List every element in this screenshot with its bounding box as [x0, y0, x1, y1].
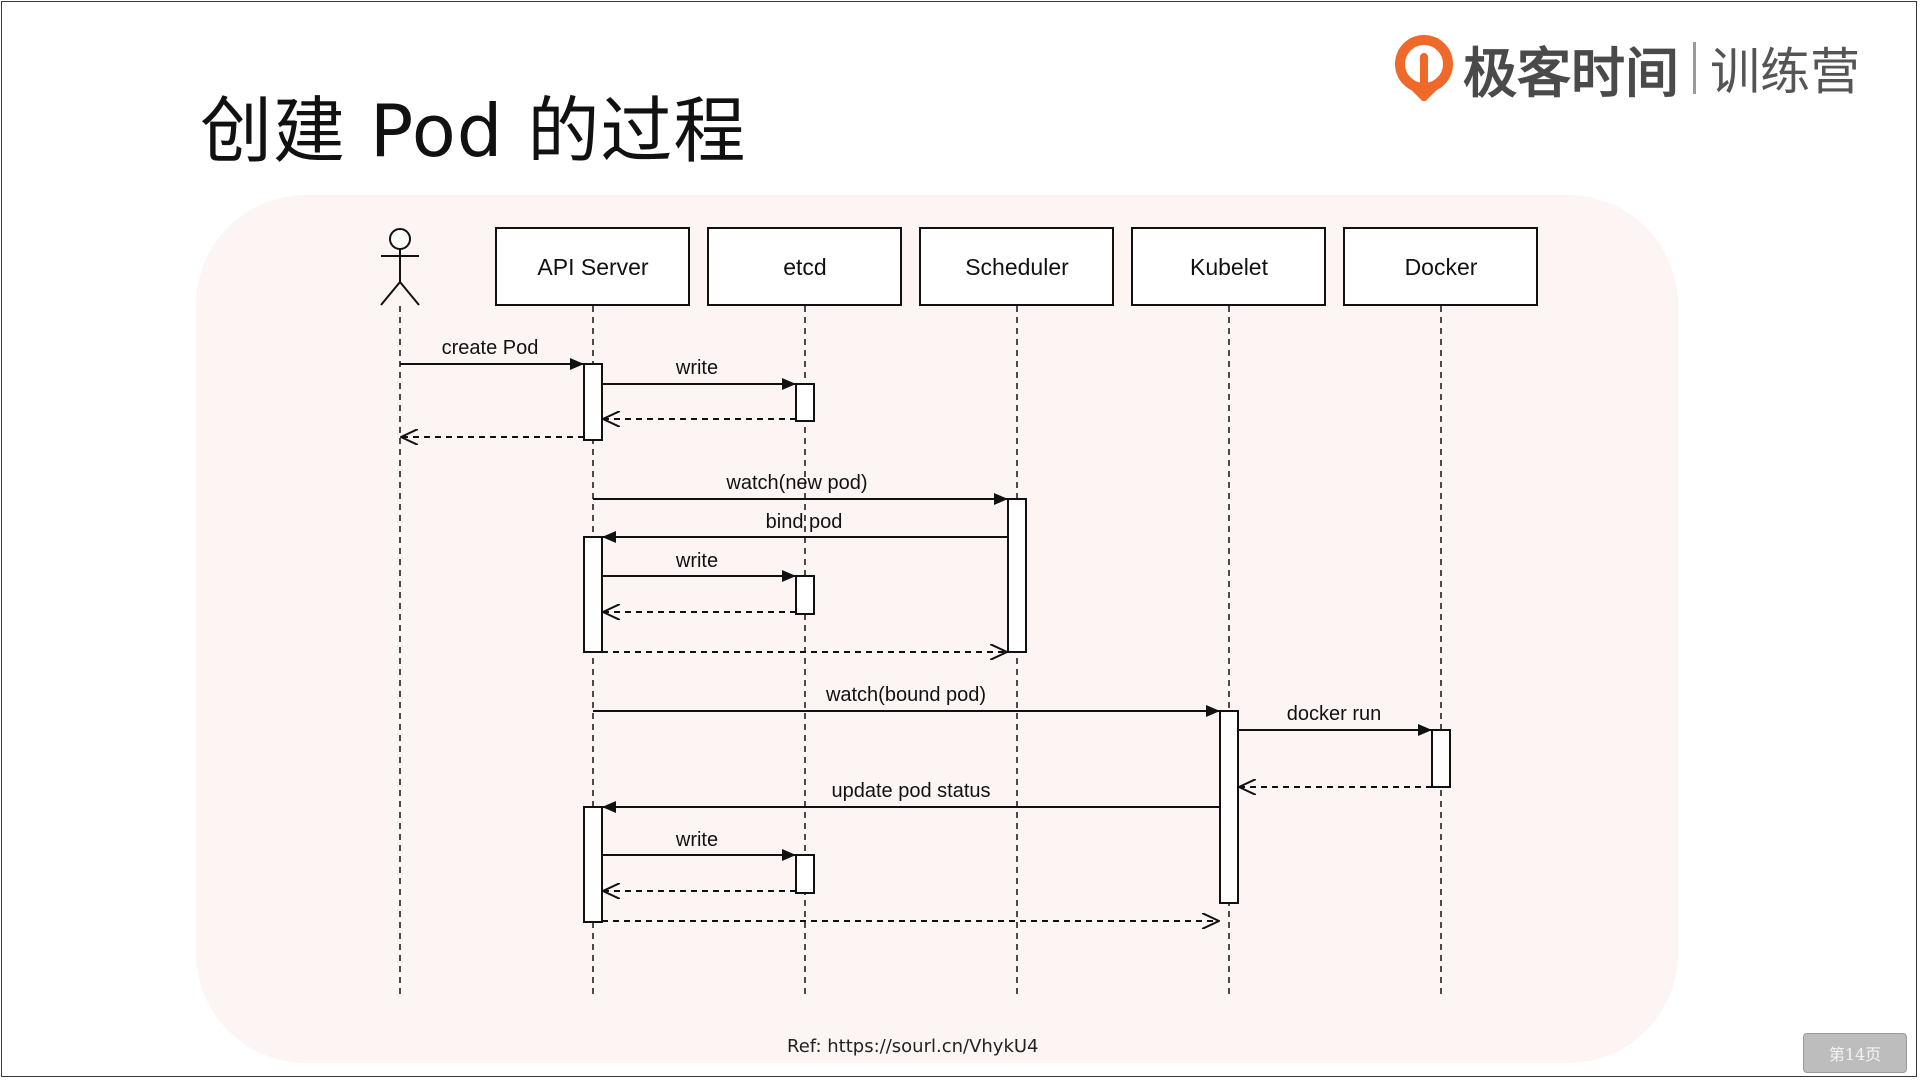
message-label: watch(new pod): [725, 472, 867, 494]
page-title: 创建 Pod 的过程: [200, 89, 747, 173]
participant-docker: Docker: [1343, 227, 1538, 306]
activation-docker: [1431, 729, 1451, 788]
activation-etcd-2: [795, 575, 815, 615]
diagram-panel: [196, 195, 1678, 1063]
user-actor-icon: [380, 228, 420, 306]
brand-subtitle: 训练营: [1710, 43, 1860, 101]
message-watch-bound-pod: watch(bound pod): [593, 684, 1220, 717]
brand-logo: 极客时间 训练营: [1395, 28, 1860, 108]
activation-scheduler: [1007, 498, 1027, 653]
participant-etcd: etcd: [707, 227, 902, 306]
message-write-2: write: [602, 550, 796, 582]
message-write-3: write: [602, 829, 796, 861]
message-label: write: [675, 829, 718, 851]
reference-link[interactable]: Ref: https://sourl.cn/VhykU4: [787, 1036, 1039, 1057]
message-bind-pod: bind pod: [602, 511, 1008, 543]
message-label: write: [675, 357, 718, 379]
message-label: watch(bound pod): [825, 684, 986, 706]
page-number-badge: 第14页: [1803, 1033, 1907, 1073]
activation-etcd-3: [795, 854, 815, 894]
message-create-pod: create Pod: [400, 337, 584, 370]
message-label: docker run: [1287, 703, 1382, 725]
participant-scheduler: Scheduler: [919, 227, 1114, 306]
message-watch-new-pod: watch(new pod): [593, 472, 1008, 505]
message-label: write: [675, 550, 718, 572]
message-update-pod-status: update pod status: [602, 780, 1220, 813]
brand-divider: [1693, 42, 1696, 94]
activation-api-server-2: [583, 536, 603, 653]
geektime-logo-icon: [1395, 35, 1453, 101]
participant-label: Scheduler: [965, 254, 1069, 280]
message-write-1: write: [602, 357, 796, 390]
participant-kubelet: Kubelet: [1131, 227, 1326, 306]
message-label: bind pod: [766, 511, 843, 533]
message-docker-run: docker run: [1238, 703, 1432, 736]
activation-kubelet: [1219, 710, 1239, 904]
participant-label: etcd: [783, 254, 826, 280]
participant-label: API Server: [537, 254, 649, 280]
participant-label: Kubelet: [1190, 254, 1269, 280]
message-label: create Pod: [442, 337, 539, 359]
brand-name: 极客时间: [1463, 41, 1679, 105]
participant-api-server: API Server: [495, 227, 690, 306]
participant-label: Docker: [1405, 254, 1478, 280]
activation-etcd-1: [795, 383, 815, 422]
activation-api-server-1: [583, 363, 603, 441]
activation-api-server-3: [583, 806, 603, 923]
message-label: update pod status: [831, 780, 990, 802]
